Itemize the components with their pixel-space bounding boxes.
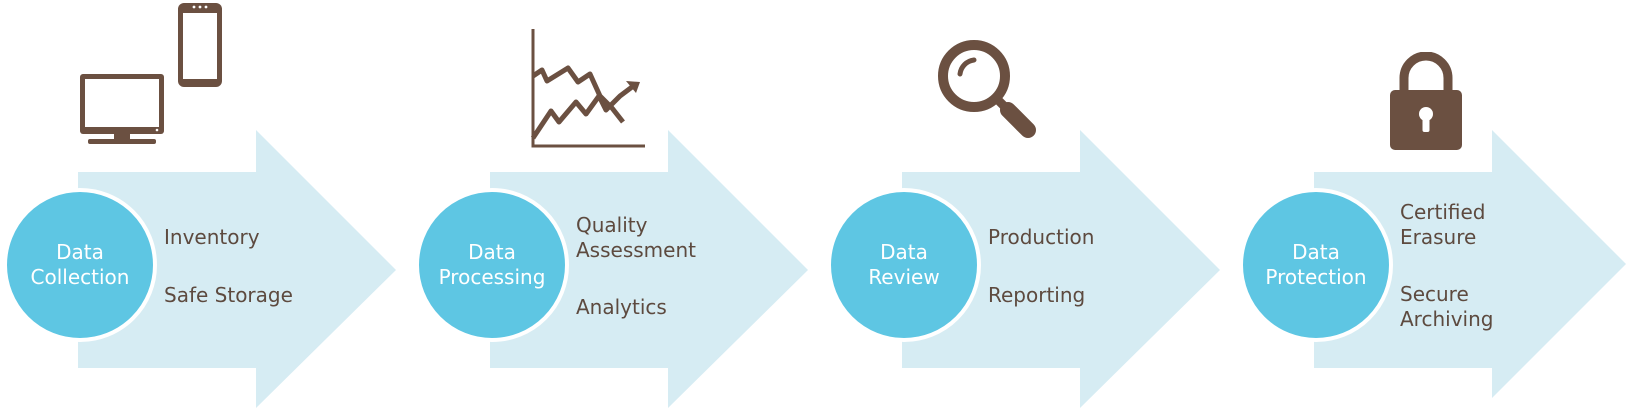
step-title: Data Collection [30,240,130,289]
step-items: Quality Assessment Analytics [576,213,696,320]
step-circle: Data Review [827,188,981,342]
step-circle: Data Protection [1239,188,1393,342]
step-items: Inventory Safe Storage [164,225,293,308]
step-data-collection: Data Collection Inventory Safe Storage [0,0,412,408]
step-data-processing: Data Processing Quality Assessment Analy… [412,0,824,408]
padlock-icon [1390,52,1462,150]
step-item: Analytics [576,295,667,319]
step-circle: Data Processing [415,188,569,342]
step-title: Data Protection [1265,240,1367,289]
step-title: Data Processing [438,240,546,289]
step-data-protection: Data Protection Certified Erasure Secure… [1236,0,1632,408]
line-chart-icon [530,29,645,148]
step-item: Certified Erasure [1400,200,1486,249]
devices-icon [80,3,222,144]
step-item: Secure Archiving [1400,282,1494,331]
step-item: Safe Storage [164,283,293,307]
step-circle: Data Collection [3,188,157,342]
step-item: Reporting [988,283,1086,307]
magnifier-icon [938,40,1036,138]
step-item: Inventory [164,225,260,249]
step-arrow [78,130,396,408]
step-arrow [490,130,808,408]
step-item: Production [988,225,1095,249]
step-title: Data Review [868,240,940,289]
step-items: Certified Erasure Secure Archiving [1400,200,1493,332]
step-item: Quality Assessment [576,213,696,262]
step-arrow [1314,130,1626,398]
step-items: Production Reporting [988,225,1094,308]
step-arrow [902,130,1220,408]
step-data-review: Data Review Production Reporting [824,0,1236,408]
